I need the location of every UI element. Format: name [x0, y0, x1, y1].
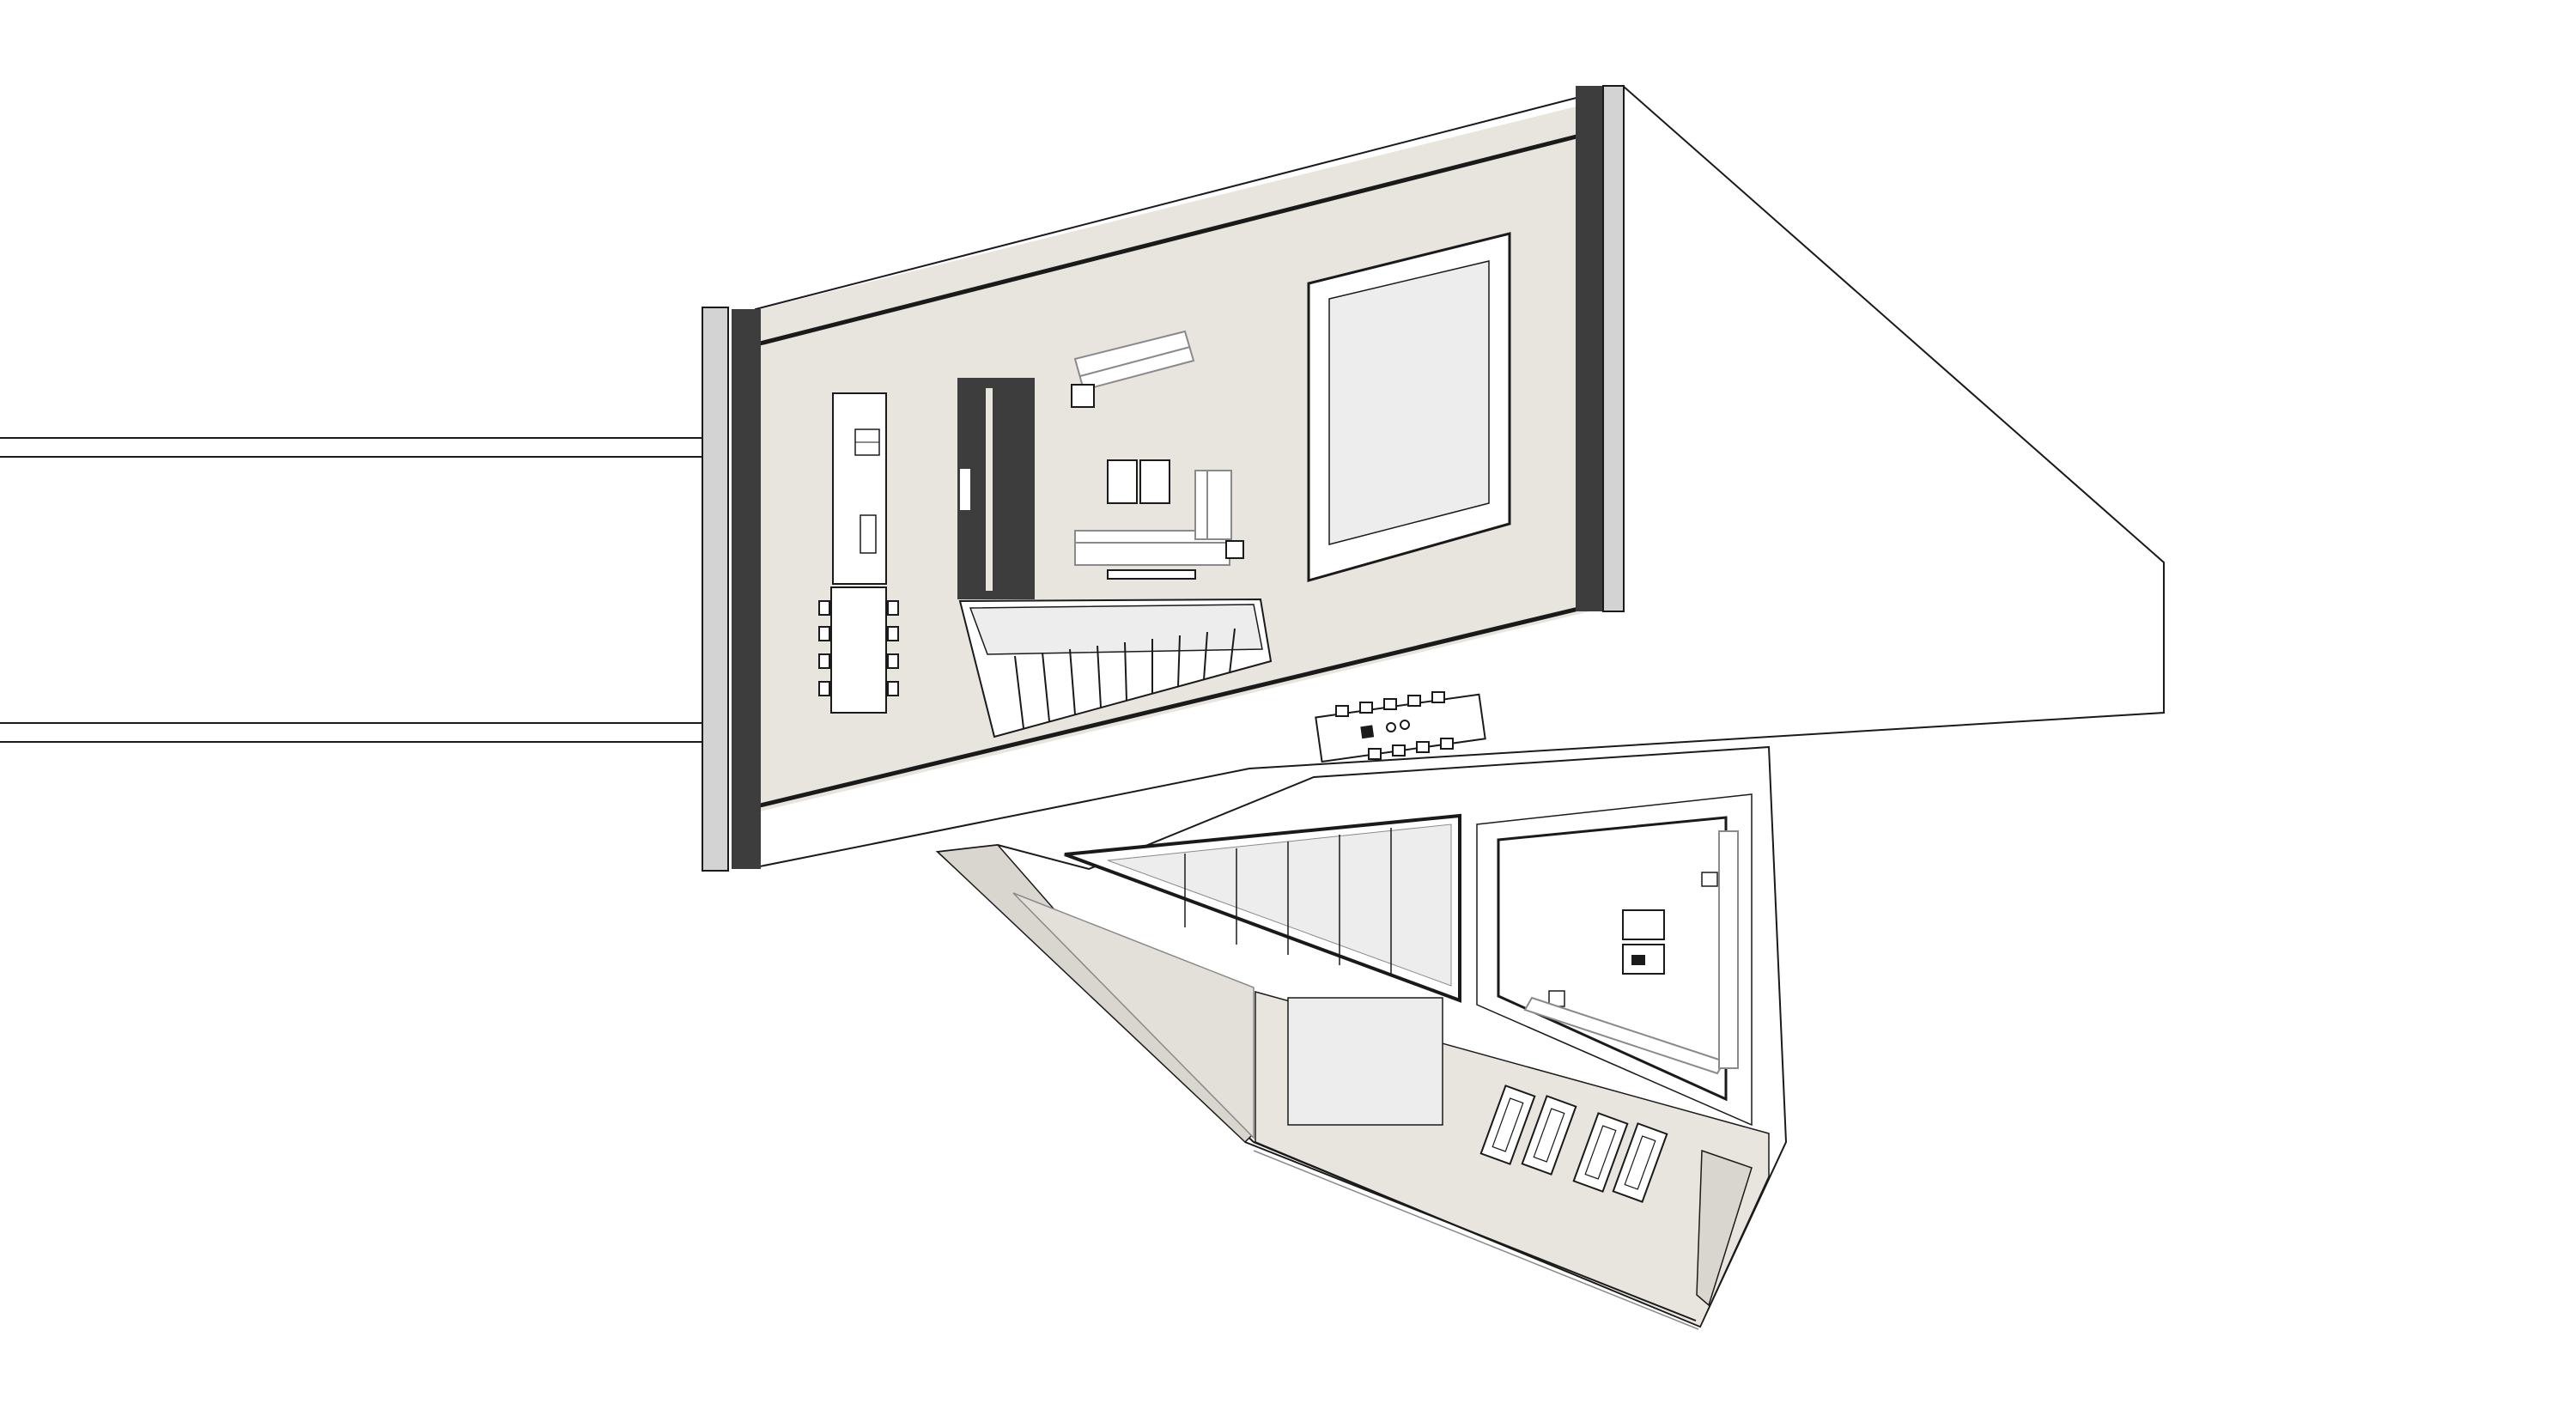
lower-glazing-line	[759, 603, 1594, 808]
triangular-void-stair	[1064, 813, 1461, 1003]
wardrobe-cabinet	[957, 378, 1035, 599]
left-end-wall	[732, 309, 761, 869]
left-end-wall-outer	[702, 307, 729, 872]
staircase	[958, 598, 1273, 738]
outdoor-chairs	[1335, 691, 1454, 760]
glass-corridor-lower	[1012, 892, 1255, 1139]
sun-loungers	[1479, 1085, 1668, 1203]
side-tables	[1225, 540, 1244, 559]
upper-sofa	[1071, 330, 1195, 408]
dining-chairs	[818, 600, 899, 696]
right-end-wall-outer	[1602, 85, 1625, 612]
lower-edge-line	[1244, 1141, 1697, 1322]
skylight-pool	[1307, 232, 1511, 582]
courtyard-lounge	[1476, 793, 1753, 1127]
dining-table	[830, 586, 887, 714]
tv-console	[1107, 569, 1196, 580]
sofa-set	[1074, 470, 1232, 566]
access-bridge	[0, 437, 704, 743]
upper-glazing-line	[759, 133, 1581, 346]
reflecting-pool	[1287, 997, 1443, 1126]
lower-edge-line-2	[1253, 1150, 1699, 1330]
corner-glazing	[1696, 1149, 1753, 1307]
coffee-table	[1107, 459, 1170, 504]
right-end-wall	[1576, 86, 1603, 611]
kitchen-island	[832, 392, 887, 585]
